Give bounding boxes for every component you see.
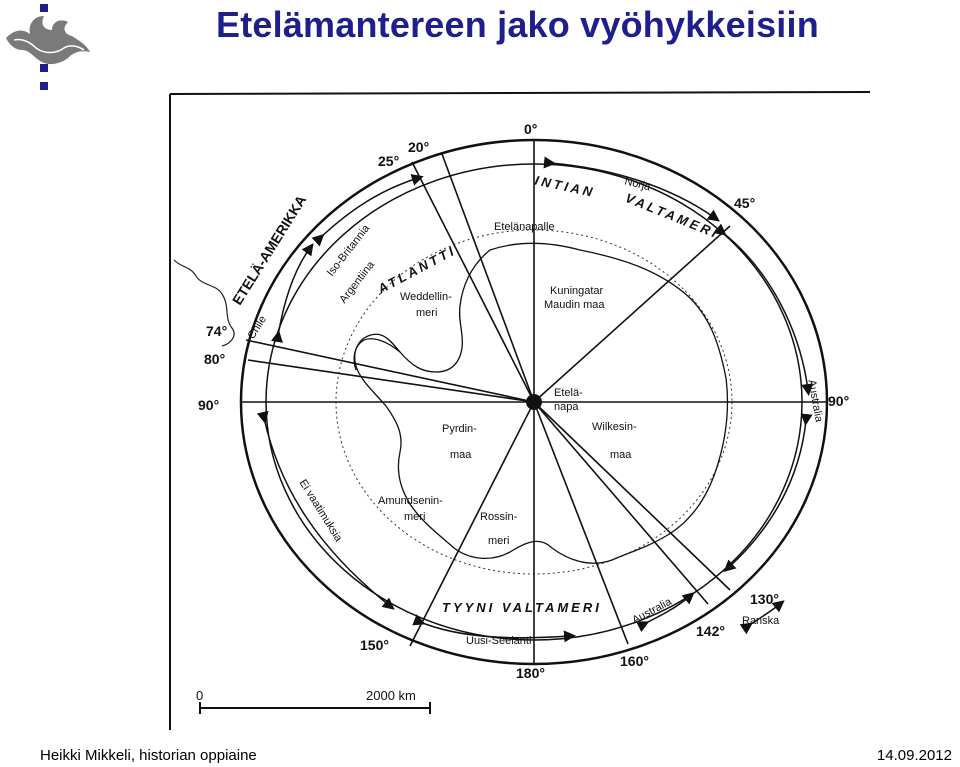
deg-80: 80° — [204, 351, 225, 367]
ross-label-1: Rossin- — [480, 511, 518, 523]
university-logo-icon — [6, 4, 90, 90]
south-america-coast — [173, 259, 235, 347]
south-pole-label-2: napa — [554, 401, 579, 413]
scale-end: 2000 km — [366, 688, 416, 703]
chile-label: Chile — [246, 314, 269, 342]
deg-160: 160° — [620, 653, 649, 669]
deg-90-west: 90° — [198, 397, 219, 413]
queen-maud-label-1: Kuningatar — [550, 285, 604, 297]
scale-start: 0 — [196, 688, 203, 703]
deg-180: 180° — [516, 665, 545, 681]
footer-author: Heikki Mikkeli, historian oppiaine — [40, 747, 257, 764]
ross-label-2: meri — [488, 535, 509, 547]
footer-date: 14.09.2012 — [876, 747, 952, 764]
weddell-label-2: meri — [416, 307, 437, 319]
deg-90-east: 90° — [828, 393, 849, 409]
sector-lines — [242, 140, 827, 664]
page-title: Etelämantereen jako vyöhykkeisiin — [216, 4, 819, 45]
byrd-label-1: Pyrdin- — [442, 423, 477, 435]
deg-0: 0° — [524, 121, 537, 137]
weddell-label-1: Weddellin- — [400, 291, 452, 303]
deg-25: 25° — [378, 153, 399, 169]
south-pole-plateau-label: Etelänapalle — [494, 221, 555, 233]
south-pole-marker — [526, 394, 542, 410]
byrd-label-2: maa — [450, 449, 472, 461]
territory-arrows — [256, 156, 814, 643]
south-pole-label-1: Etelä- — [554, 387, 583, 399]
atlantic-label: ATLANTTI — [374, 242, 458, 296]
amundsen-label-2: meri — [404, 511, 425, 523]
new-zealand-label: Uusi-Seelanti — [466, 635, 531, 647]
deg-20: 20° — [408, 139, 429, 155]
deg-130: 130° — [750, 591, 779, 607]
deg-150: 150° — [360, 637, 389, 653]
deg-142: 142° — [696, 623, 725, 639]
deg-45: 45° — [734, 195, 755, 211]
queen-maud-label-2: Maudin maa — [544, 299, 605, 311]
france-label: Ranska — [742, 615, 780, 627]
deg-74: 74° — [206, 323, 227, 339]
wilkes-label-1: Wilkesin- — [592, 421, 637, 433]
wilkes-label-2: maa — [610, 449, 632, 461]
unclaimed-label: Ei vaatimuksia — [297, 477, 345, 544]
indian-ocean-label-1: INTIAN — [534, 173, 597, 200]
scale-bar: 0 2000 km — [196, 688, 431, 714]
antarctica-map: 0 2000 km 0° 20° 25° 45° 74° 80° 90° 90°… — [169, 91, 871, 730]
pacific-label: TYYNI VALTAMERI — [442, 600, 602, 615]
amundsen-label-1: Amundsenin- — [378, 495, 443, 507]
